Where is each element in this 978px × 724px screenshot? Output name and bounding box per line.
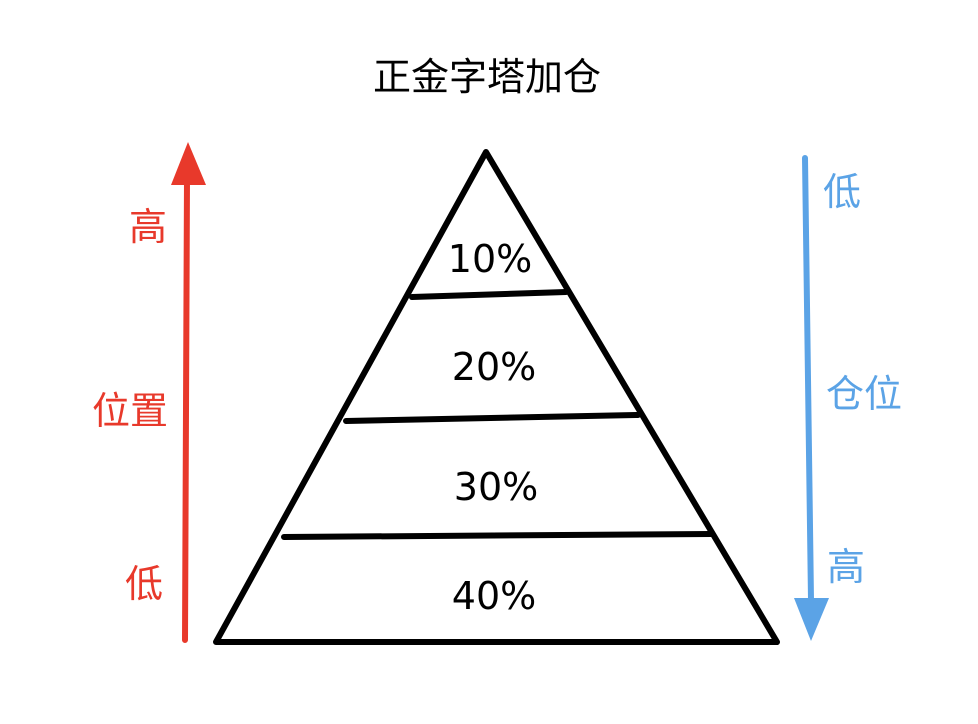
level-label-10: 10%	[448, 237, 532, 281]
right-middle-label: 仓位	[826, 372, 902, 416]
diagram-title: 正金字塔加仓	[373, 55, 601, 99]
right-arrow-shaft	[802, 155, 814, 603]
pyramid-labels: 10% 20% 30% 40%	[448, 237, 538, 618]
pyramid-divider-2	[343, 412, 641, 424]
left-arrow-shaft	[182, 175, 190, 643]
left-arrow-head	[171, 142, 206, 185]
left-position-arrow	[171, 142, 206, 643]
level-label-40: 40%	[452, 574, 536, 618]
pyramid-outline	[213, 149, 780, 645]
level-label-20: 20%	[452, 345, 536, 389]
left-bottom-label: 低	[125, 562, 163, 606]
right-arrow-head	[794, 598, 829, 641]
right-axis-labels: 低 仓位 高	[823, 170, 902, 589]
left-middle-label: 位置	[92, 389, 168, 433]
right-bottom-label: 高	[827, 545, 865, 589]
level-label-30: 30%	[454, 465, 538, 509]
right-top-label: 低	[823, 170, 861, 214]
pyramid-divider-1	[409, 289, 569, 300]
right-position-arrow	[794, 155, 829, 641]
left-top-label: 高	[129, 205, 167, 249]
left-axis-labels: 高 位置 低	[92, 205, 168, 606]
pyramid	[213, 149, 780, 645]
pyramid-divider-3	[281, 531, 714, 540]
